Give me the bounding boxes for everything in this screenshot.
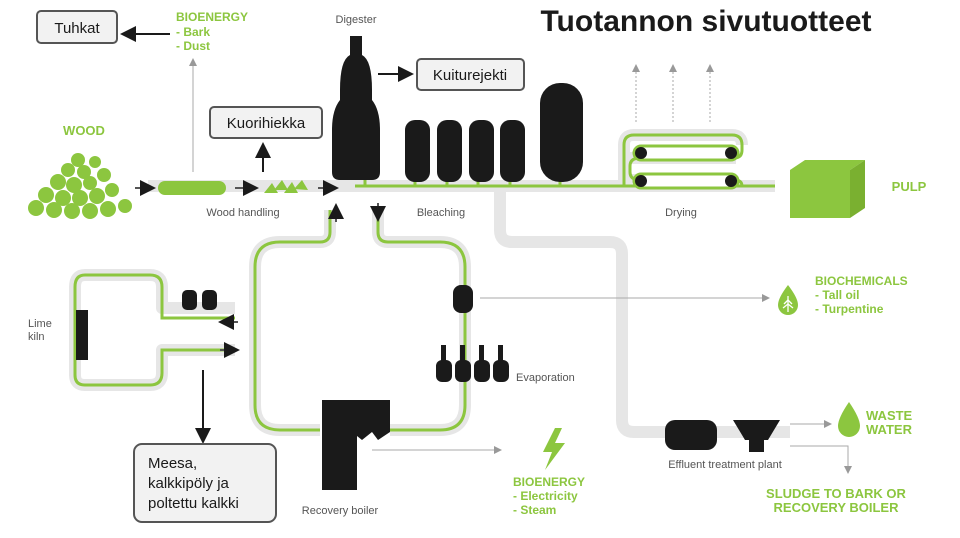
bioenergy-bottom-item: - Electricity bbox=[513, 489, 578, 503]
kuorihiekka-label: Kuorihiekka bbox=[227, 115, 306, 132]
waste-water-label: WASTE bbox=[866, 408, 913, 423]
causticizing-tank bbox=[182, 290, 197, 310]
meesa-label: kalkkipöly ja bbox=[148, 475, 230, 492]
bioenergy-top-title: BIOENERGY bbox=[176, 10, 248, 24]
bioenergy-top-item: - Bark bbox=[176, 25, 210, 39]
drying-rollers bbox=[632, 144, 740, 190]
evaporation-units bbox=[436, 345, 509, 382]
evaporation-label: Evaporation bbox=[516, 372, 575, 384]
bioenergy-bottom-item: - Steam bbox=[513, 503, 556, 517]
digester-tank bbox=[332, 36, 380, 180]
pulp-bale-icon bbox=[790, 160, 865, 218]
drying-label: Drying bbox=[665, 207, 697, 219]
meesa-box bbox=[133, 443, 277, 523]
lime-kiln-label: kiln bbox=[28, 331, 45, 343]
pulp-label: PULP bbox=[892, 179, 927, 194]
biochemicals-item: - Tall oil bbox=[815, 288, 859, 302]
sludge-label: SLUDGE TO BARK OR bbox=[766, 486, 906, 501]
bioenergy-top-item: - Dust bbox=[176, 39, 210, 53]
kuiturejekti-label: Kuiturejekti bbox=[433, 67, 507, 84]
meesa-label: Meesa, bbox=[148, 455, 197, 472]
water-drop-icon bbox=[838, 402, 860, 437]
tuhkat-box bbox=[36, 10, 118, 44]
meesa-label: poltettu kalkki bbox=[148, 495, 239, 512]
bleaching-towers bbox=[405, 83, 583, 182]
debarking-drum bbox=[158, 181, 226, 195]
waste-water-label: WATER bbox=[866, 422, 913, 437]
biochemicals-title: BIOCHEMICALS bbox=[815, 274, 908, 288]
recovery-boiler bbox=[322, 400, 390, 490]
page-title: Tuotannon sivutuotteet bbox=[540, 5, 871, 38]
kuorihiekka-box bbox=[209, 106, 323, 139]
lightning-icon bbox=[543, 428, 565, 470]
effluent-tank bbox=[665, 420, 717, 450]
bioenergy-bottom-title: BIOENERGY bbox=[513, 475, 585, 489]
wood-handling-label: Wood handling bbox=[206, 207, 279, 219]
causticizing-tank bbox=[202, 290, 217, 310]
lime-kiln-drum bbox=[76, 310, 88, 360]
wood-pile-icon bbox=[28, 153, 132, 219]
tree-icon bbox=[782, 296, 794, 312]
effluent-label: Effluent treatment plant bbox=[668, 459, 782, 471]
steam-arrows bbox=[632, 64, 714, 122]
wood-label: WOOD bbox=[63, 123, 105, 138]
wood-chips-icon bbox=[264, 180, 308, 193]
lime-kiln-label: Lime bbox=[28, 318, 52, 330]
sludge-label: RECOVERY BOILER bbox=[774, 500, 900, 515]
clarifier-tank bbox=[733, 420, 780, 452]
evaporator-tank bbox=[453, 285, 473, 313]
recovery-boiler-label: Recovery boiler bbox=[302, 505, 379, 517]
kuiturejekti-box bbox=[416, 58, 525, 91]
bleaching-label: Bleaching bbox=[417, 207, 465, 219]
biochemicals-item: - Turpentine bbox=[815, 302, 884, 316]
tuhkat-label: Tuhkat bbox=[54, 20, 100, 37]
sludge-arrow bbox=[790, 445, 852, 474]
digester-label: Digester bbox=[336, 14, 377, 26]
